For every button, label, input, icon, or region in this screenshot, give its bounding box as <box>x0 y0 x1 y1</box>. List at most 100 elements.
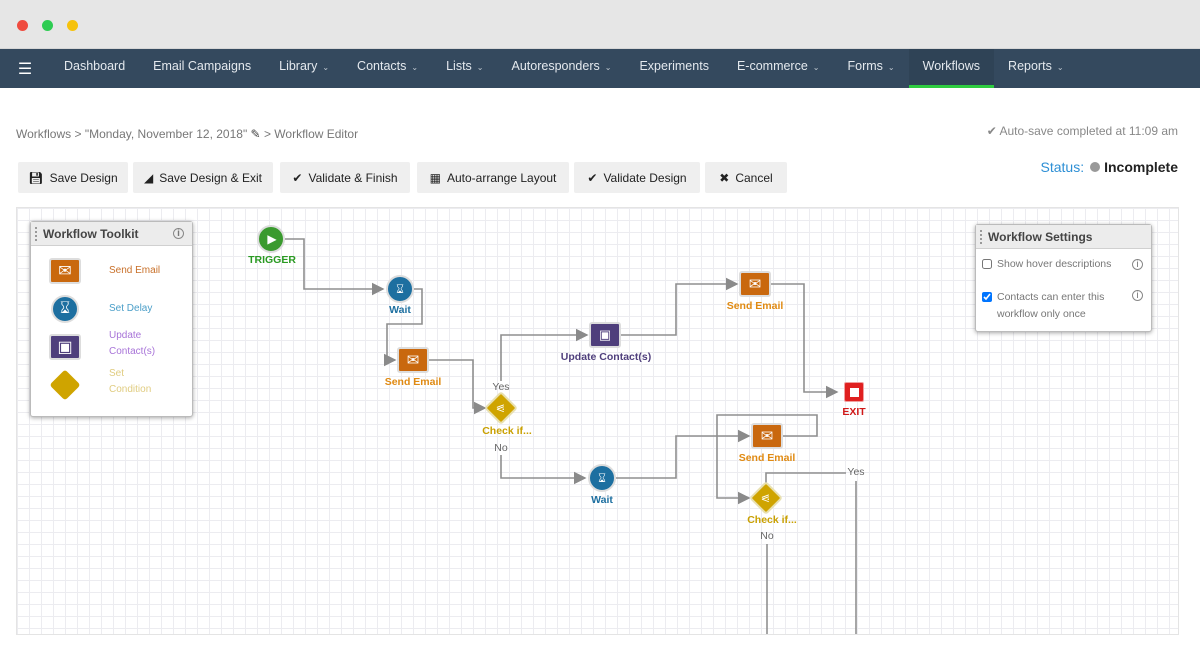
chevron-down-icon: ⌄ <box>1056 63 1064 72</box>
chevron-down-icon: ⌄ <box>604 63 612 72</box>
validate-design-button[interactable]: ✔Validate Design <box>574 162 700 193</box>
workflow-settings-panel: Workflow Settings Show hover description… <box>975 224 1152 332</box>
info-icon[interactable]: i <box>173 228 184 239</box>
condition-label: Check if... <box>747 514 797 526</box>
update-contact-label: Update Contact(s) <box>560 351 652 363</box>
breadcrumb: Workflows > "Monday, November 12, 2018" … <box>16 127 359 141</box>
save-design-button[interactable]: 💾︎Save Design <box>18 162 128 193</box>
info-icon[interactable]: i <box>1132 259 1143 270</box>
nav-lists[interactable]: Lists⌄ <box>446 59 484 73</box>
minimize-window-button[interactable] <box>67 20 78 31</box>
close-circle-icon: ✖ <box>719 170 730 185</box>
link-email-exit <box>771 283 839 399</box>
nav-workflows[interactable]: Workflows <box>908 49 995 88</box>
status-badge: Incomplete <box>1104 159 1178 175</box>
nav-forms[interactable]: Forms⌄ <box>847 59 895 73</box>
main-nav: ☰ Dashboard Email Campaigns Library⌄ Con… <box>0 49 1200 88</box>
link-trigger-wait <box>285 238 385 296</box>
validate-finish-button[interactable]: ✔Validate & Finish <box>280 162 410 193</box>
autosave-status: ✔ Auto-save completed at 11:09 am <box>986 124 1178 138</box>
toolkit-item-set-condition[interactable]: Set Condition <box>49 368 151 401</box>
floppy-icon: 💾︎ <box>28 170 44 185</box>
chevron-down-icon: ⌄ <box>812 63 820 72</box>
breadcrumb-workflow-name[interactable]: "Monday, November 12, 2018" <box>84 127 248 141</box>
cancel-button[interactable]: ✖Cancel <box>705 162 787 193</box>
update-contact-node[interactable]: ▣ <box>589 322 621 348</box>
setting-hover-descriptions[interactable]: Show hover descriptions <box>982 258 1111 270</box>
nav-contacts[interactable]: Contacts⌄ <box>357 59 419 73</box>
toolkit-item-update-contact[interactable]: ▣Update Contact(s) <box>49 330 155 360</box>
exit-label: EXIT <box>842 406 866 418</box>
envelope-icon: ✉︎ <box>406 352 420 369</box>
close-window-button[interactable] <box>17 20 28 31</box>
check-icon: ✔ <box>986 124 997 138</box>
toolkit-item-send-email[interactable]: ✉︎Send Email <box>49 258 160 284</box>
nav-email-campaigns[interactable]: Email Campaigns <box>153 59 252 73</box>
hourglass-icon: ⌛︎ <box>598 470 606 485</box>
condition-label: Check if... <box>482 425 532 437</box>
send-email-label: Send Email <box>726 300 784 312</box>
wait-label: Wait <box>389 304 411 316</box>
send-email-node[interactable]: ✉︎ <box>739 271 771 297</box>
yes-label: Yes <box>492 381 510 393</box>
nav-ecommerce[interactable]: E-commerce⌄ <box>736 59 820 73</box>
browser-chrome <box>0 0 1200 49</box>
envelope-icon: ✉︎ <box>49 258 81 284</box>
wait-label: Wait <box>591 494 613 506</box>
contact-card-icon: ▣ <box>598 327 612 342</box>
hourglass-icon: ⌛︎ <box>396 281 404 296</box>
trigger-node[interactable]: ▶ <box>257 225 285 253</box>
nav-autoresponders[interactable]: Autoresponders⌄ <box>511 59 612 73</box>
drag-handle-icon[interactable] <box>980 230 983 244</box>
maximize-window-button[interactable] <box>42 20 53 31</box>
nav-library[interactable]: Library⌄ <box>279 59 330 73</box>
workflow-canvas[interactable]: ▶ TRIGGER ⌛︎ Wait ✉︎ Send Email ⪗ Yes Ch… <box>16 207 1179 635</box>
chevron-down-icon: ⌄ <box>476 63 484 72</box>
drag-handle-icon[interactable] <box>35 227 38 241</box>
external-icon: ◢ <box>144 170 154 185</box>
check-icon: ✔ <box>587 170 598 185</box>
hourglass-icon: ⌛︎ <box>51 295 79 323</box>
link-wait-email3 <box>616 429 751 479</box>
stop-icon <box>849 387 859 397</box>
workflow-status: Status:Incomplete <box>1040 159 1179 175</box>
branch-icon: ⪗ <box>496 402 506 415</box>
link-email-check <box>429 359 487 415</box>
breadcrumb-workflows[interactable]: Workflows <box>16 127 72 141</box>
setting-enter-once[interactable]: Contacts can enter this workflow only on… <box>982 289 1127 323</box>
save-design-exit-button[interactable]: ◢Save Design & Exit <box>133 162 273 193</box>
chevron-down-icon: ⌄ <box>322 63 330 72</box>
chevron-down-icon: ⌄ <box>411 63 419 72</box>
no-label: No <box>760 530 774 542</box>
status-dot-icon <box>1090 162 1101 172</box>
nav-dashboard[interactable]: Dashboard <box>64 59 126 73</box>
connectors <box>285 238 857 634</box>
toolkit-item-set-delay[interactable]: ⌛︎Set Delay <box>49 295 152 323</box>
info-icon[interactable]: i <box>1132 290 1143 301</box>
hamburger-menu-icon[interactable]: ☰ <box>17 60 33 78</box>
send-email-label: Send Email <box>384 376 442 388</box>
send-email-node[interactable]: ✉︎ <box>751 423 783 449</box>
send-email-node[interactable]: ✉︎ <box>397 347 429 373</box>
chevron-down-icon: ⌄ <box>887 63 895 72</box>
exit-node[interactable] <box>844 382 864 402</box>
enter-once-checkbox[interactable] <box>982 292 992 302</box>
send-email-label: Send Email <box>738 452 796 464</box>
envelope-icon: ✉︎ <box>748 276 762 293</box>
auto-arrange-button[interactable]: ▦Auto-arrange Layout <box>417 162 569 193</box>
wait-node[interactable]: ⌛︎ <box>588 464 616 492</box>
hover-descriptions-checkbox[interactable] <box>982 259 992 269</box>
nav-experiments[interactable]: Experiments <box>639 59 709 73</box>
settings-header[interactable]: Workflow Settings <box>976 225 1151 249</box>
wait-node[interactable]: ⌛︎ <box>386 275 414 303</box>
no-label: No <box>494 442 508 454</box>
link-email3-check2 <box>716 414 818 505</box>
pencil-icon[interactable]: ✎ <box>250 127 261 141</box>
breadcrumb-current: Workflow Editor <box>274 127 359 141</box>
link-check2-yes <box>765 472 846 483</box>
link-wait-email <box>383 288 423 367</box>
trigger-label: TRIGGER <box>248 254 296 266</box>
nav-reports[interactable]: Reports⌄ <box>1008 59 1064 73</box>
